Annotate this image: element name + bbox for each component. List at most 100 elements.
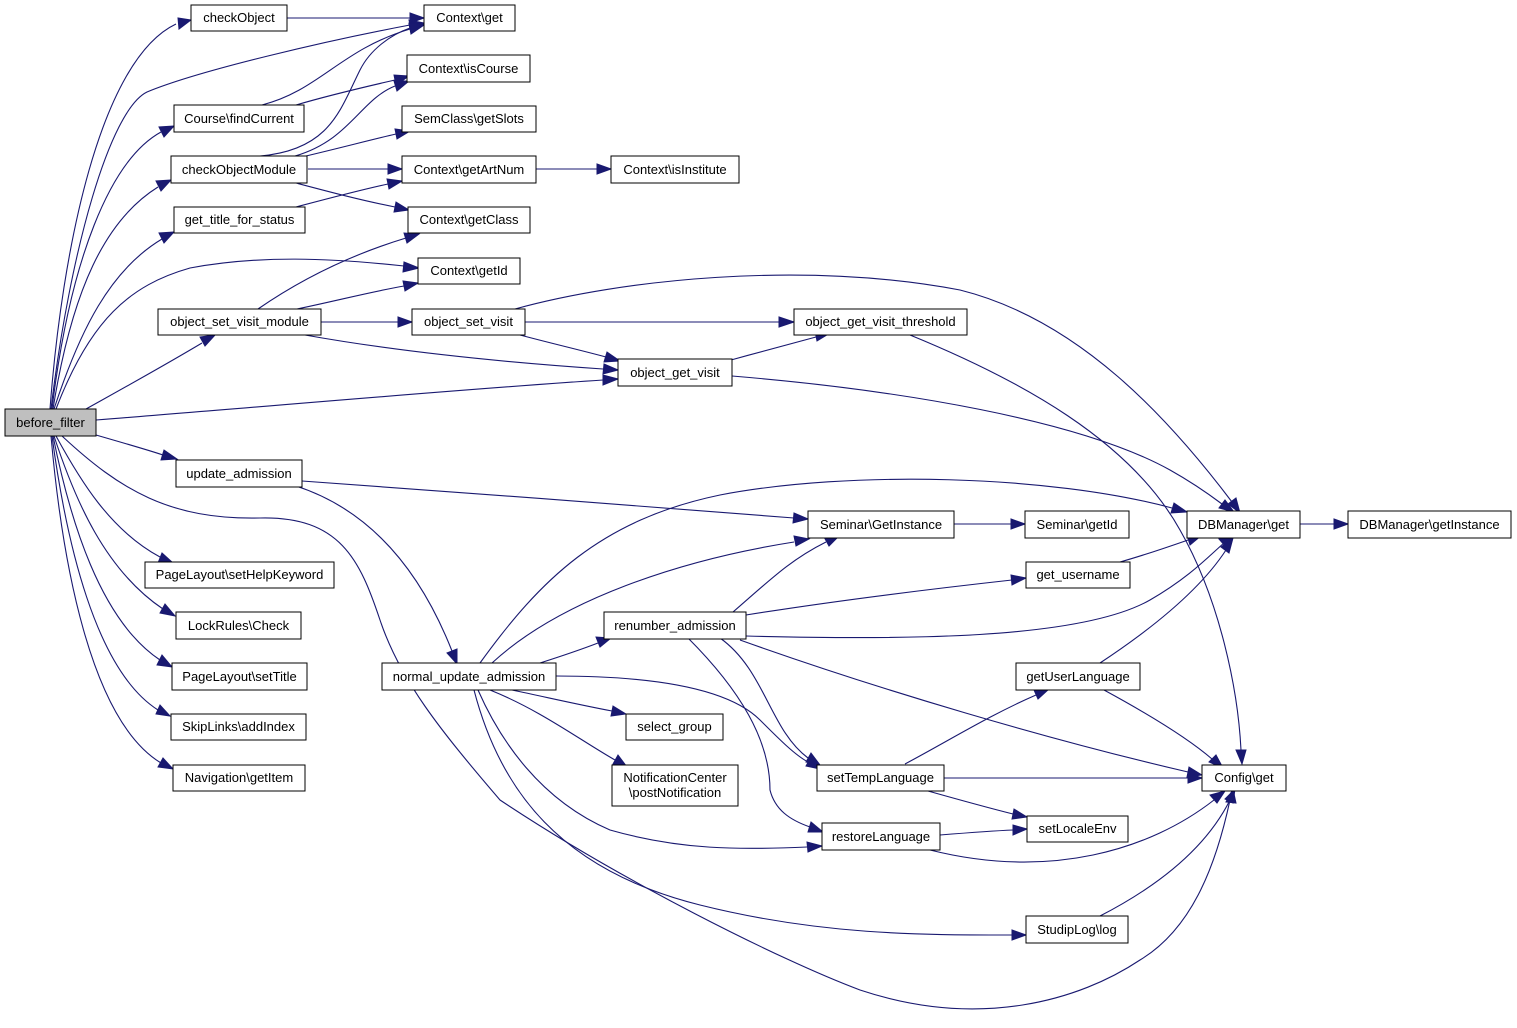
edge-normal_update_admission-dbmanager_get: [479, 478, 1189, 664]
edge-renumber_admission-restoreLanguage: [687, 637, 825, 833]
node-course_findCurrent[interactable]: Course\findCurrent: [173, 104, 305, 133]
node-label: setLocaleEnv: [1038, 821, 1117, 836]
node-label: getUserLanguage: [1026, 669, 1129, 684]
edge-object_set_visit-dbmanager_get: [514, 274, 1241, 515]
node-label: LockRules\Check: [188, 618, 290, 633]
node-get_title_for_status[interactable]: get_title_for_status: [173, 206, 306, 234]
edge-normal_update_admission-renumber_admission: [539, 636, 613, 664]
edge-checkObjectModule-context_getArtNum: [308, 163, 404, 175]
node-pagelayout_setHelpKeyword[interactable]: PageLayout\setHelpKeyword: [144, 561, 335, 589]
node-object_get_visit[interactable]: object_get_visit: [617, 358, 733, 387]
node-label: SemClass\getSlots: [414, 111, 524, 126]
edge-normal_update_admission-select_group: [511, 689, 628, 717]
edge-normal_update_admission-restoreLanguage: [477, 689, 824, 853]
node-context_getId[interactable]: Context\getId: [417, 257, 521, 285]
node-object_get_visit_threshold[interactable]: object_get_visit_threshold: [793, 308, 968, 336]
edges: [49, 12, 1350, 1010]
edge-normal_update_admission-notificationcenter: [489, 689, 629, 768]
node-dbmanager_getInstance[interactable]: DBManager\getInstance: [1347, 510, 1512, 539]
node-label: renumber_admission: [614, 618, 735, 633]
node-label: update_admission: [186, 466, 292, 481]
edge-setTempLanguage-setLocaleEnv: [927, 790, 1029, 820]
edge-object_set_visit_module-object_set_visit: [321, 316, 414, 328]
node-update_admission[interactable]: update_admission: [175, 459, 303, 488]
node-setLocaleEnv[interactable]: setLocaleEnv: [1026, 815, 1129, 843]
node-context_isInstitute[interactable]: Context\isInstitute: [610, 155, 740, 184]
node-object_set_visit[interactable]: object_set_visit: [411, 308, 526, 336]
edge-before_filter-navigation_getItem: [50, 435, 175, 770]
node-seminar_getInstance[interactable]: Seminar\GetInstance: [807, 510, 955, 539]
node-getUserLanguage[interactable]: getUserLanguage: [1015, 662, 1141, 691]
node-label: Context\isCourse: [419, 61, 519, 76]
edge-normal_update_admission-studiplog_log: [473, 689, 1028, 941]
edge-before_filter-get_title_for_status: [53, 231, 176, 410]
edge-object_set_visit_module-context_getId: [296, 280, 420, 310]
node-label: object_get_visit_threshold: [805, 314, 955, 329]
edge-checkObjectModule-context_getClass: [295, 182, 411, 213]
node-object_set_visit_module[interactable]: object_set_visit_module: [157, 308, 322, 336]
edge-before_filter-object_get_visit: [95, 374, 620, 421]
node-label: Seminar\GetInstance: [820, 517, 942, 532]
node-renumber_admission[interactable]: renumber_admission: [603, 611, 747, 640]
edge-object_set_visit-object_get_visit_threshold: [525, 316, 796, 328]
edge-setTempLanguage-config_get: [944, 772, 1204, 784]
node-config_get[interactable]: Config\get: [1201, 764, 1287, 792]
edge-before_filter-context_getId: [55, 258, 421, 410]
node-label: Config\get: [1214, 770, 1274, 785]
node-label: get_username: [1036, 567, 1119, 582]
node-label: Course\findCurrent: [184, 111, 294, 126]
edge-before_filter-pagelayout_setHelpKeyword: [55, 435, 175, 564]
node-context_get[interactable]: Context\get: [423, 4, 516, 32]
edge-restoreLanguage-config_get: [929, 790, 1227, 863]
edge-before_filter-lockrules_check: [53, 435, 177, 617]
nodes: before_filter checkObject Context\get Co…: [4, 4, 1512, 944]
node-label: DBManager\get: [1198, 517, 1289, 532]
node-context_getClass[interactable]: Context\getClass: [407, 206, 531, 234]
node-context_getArtNum[interactable]: Context\getArtNum: [401, 155, 537, 184]
node-checkObjectModule[interactable]: checkObjectModule: [170, 155, 308, 184]
node-get_username[interactable]: get_username: [1025, 561, 1131, 589]
node-studiplog_log[interactable]: StudipLog\log: [1025, 915, 1129, 944]
node-before_filter[interactable]: before_filter: [4, 408, 97, 437]
node-label: checkObject: [203, 10, 275, 25]
edge-studiplog_log-config_get: [1099, 787, 1236, 917]
node-label: Context\getArtNum: [414, 162, 525, 177]
node-label: Navigation\getItem: [185, 770, 293, 785]
node-pagelayout_setTitle[interactable]: PageLayout\setTitle: [171, 662, 308, 691]
node-label: select_group: [637, 719, 711, 734]
edge-renumber_admission-setTempLanguage: [719, 637, 822, 766]
node-normal_update_admission[interactable]: normal_update_admission: [381, 662, 557, 691]
node-label: Context\get: [436, 10, 503, 25]
node-semclass_getSlots[interactable]: SemClass\getSlots: [401, 105, 537, 133]
edge-checkObjectModule-context_get: [259, 22, 426, 157]
node-checkObject[interactable]: checkObject: [190, 4, 288, 32]
edge-before_filter-object_set_visit_module: [85, 334, 217, 410]
edge-checkObject-context_get: [287, 12, 426, 24]
node-label: StudipLog\log: [1037, 922, 1117, 937]
edge-before_filter-course_findCurrent: [51, 125, 176, 410]
edge-object_get_visit_threshold-config_get: [909, 334, 1247, 766]
edge-course_findCurrent-context_isCourse: [295, 74, 411, 106]
edge-renumber_admission-dbmanager_get: [745, 534, 1236, 639]
node-label: setTempLanguage: [827, 770, 934, 785]
edge-before_filter-skiplinks_addIndex: [51, 435, 172, 717]
node-navigation_getItem[interactable]: Navigation\getItem: [172, 764, 306, 792]
node-notificationcenter[interactable]: NotificationCenter \postNotification: [611, 764, 739, 807]
node-seminar_getId[interactable]: Seminar\getId: [1024, 510, 1130, 539]
node-label: DBManager\getInstance: [1359, 517, 1499, 532]
node-lockrules_check[interactable]: LockRules\Check: [175, 611, 302, 640]
edge-getUserLanguage-dbmanager_get: [1099, 536, 1234, 664]
node-label: object_set_visit_module: [170, 314, 309, 329]
node-label: Seminar\getId: [1037, 517, 1118, 532]
edge-seminar_getInstance-seminar_getId: [954, 518, 1027, 530]
node-restoreLanguage[interactable]: restoreLanguage: [821, 822, 941, 851]
node-label: SkipLinks\addIndex: [182, 719, 295, 734]
node-label: checkObjectModule: [182, 162, 296, 177]
node-skiplinks_addIndex[interactable]: SkipLinks\addIndex: [170, 713, 307, 741]
node-select_group[interactable]: select_group: [625, 713, 724, 741]
node-setTempLanguage[interactable]: setTempLanguage: [816, 764, 945, 792]
node-dbmanager_get[interactable]: DBManager\get: [1186, 510, 1301, 539]
node-context_isCourse[interactable]: Context\isCourse: [406, 54, 531, 83]
edge-object_set_visit_module-context_getClass: [257, 232, 421, 310]
